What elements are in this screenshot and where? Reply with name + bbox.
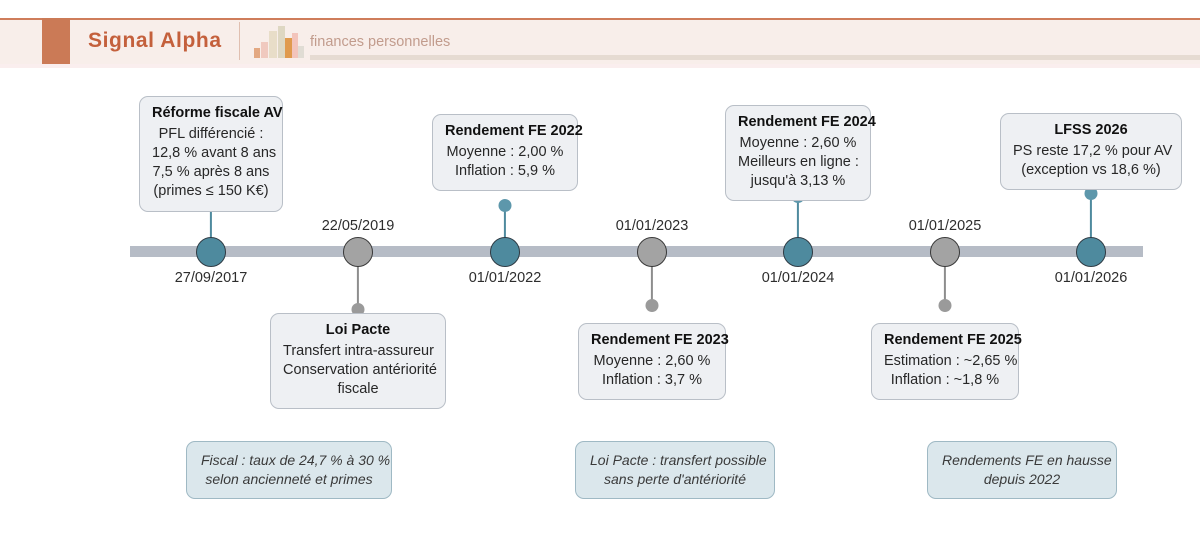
- connector-dot: [498, 199, 512, 212]
- event-card-2019[interactable]: Loi Pacte Transfert intra-assureur Conse…: [270, 313, 446, 410]
- card-title: Rendement FE 2022: [445, 123, 583, 139]
- card-line: Estimation : ~2,65 %: [884, 353, 1018, 369]
- card-title: Réforme fiscale AV: [152, 105, 283, 121]
- note-line: Loi Pacte : transfert possible: [590, 452, 767, 468]
- connector-stem: [356, 252, 360, 310]
- note-line: Rendements FE en hausse: [942, 452, 1112, 468]
- bar-chart-icon: [254, 26, 304, 58]
- connector-dot: [645, 299, 659, 312]
- timeline-node-2019[interactable]: [343, 237, 373, 267]
- connector-stem: [1089, 193, 1093, 252]
- date-label-2025: 01/01/2025: [908, 218, 982, 234]
- note-line: depuis 2022: [983, 470, 1061, 487]
- timeline-node-2026[interactable]: [1076, 237, 1106, 267]
- card-line: Meilleurs en ligne :: [738, 154, 859, 171]
- timeline-axis: [130, 246, 1143, 257]
- card-line: (exception vs 18,6 %): [1021, 162, 1161, 179]
- header-subtitle: finances personnelles: [310, 34, 451, 50]
- timeline-node-2025[interactable]: [930, 237, 960, 267]
- card-line: Moyenne : 2,00 %: [446, 144, 564, 160]
- note-line: Fiscal : taux de 24,7 % à 30 %: [201, 452, 391, 468]
- card-line: Transfert intra-assureur: [283, 343, 434, 359]
- connector-dot: [351, 303, 365, 316]
- date-label-2022: 01/01/2022: [468, 270, 542, 286]
- event-card-2025[interactable]: Rendement FE 2025 Estimation : ~2,65 % I…: [871, 323, 1022, 401]
- card-title: Rendement FE 2025: [884, 332, 1022, 348]
- header-underline-rule: [310, 55, 1200, 60]
- date-label-2017: 27/09/2017: [174, 270, 248, 286]
- timeline-node-2023[interactable]: [637, 237, 667, 267]
- card-line: PFL différencié :: [158, 126, 264, 142]
- card-line: 12,8 % avant 8 ans: [152, 145, 277, 162]
- card-line: jusqu'à 3,13 %: [750, 173, 846, 190]
- card-line: (primes ≤ 150 K€): [153, 183, 269, 200]
- connector-stem: [943, 252, 947, 306]
- header-accent-block: [42, 18, 70, 64]
- date-label-2019: 22/05/2019: [321, 218, 395, 234]
- event-card-2026[interactable]: LFSS 2026 PS reste 17,2 % pour AV (excep…: [1000, 113, 1182, 191]
- event-card-2024[interactable]: Rendement FE 2024 Moyenne : 2,60 % Meill…: [725, 105, 876, 202]
- card-title: Rendement FE 2023: [591, 332, 729, 348]
- connector-dot: [1084, 187, 1098, 200]
- card-title: Rendement FE 2024: [738, 114, 876, 130]
- event-card-2023[interactable]: Rendement FE 2023 Moyenne : 2,60 % Infla…: [578, 323, 729, 401]
- connector-stem: [209, 198, 213, 252]
- date-label-2023: 01/01/2023: [615, 218, 689, 234]
- connector-stem: [650, 252, 654, 306]
- card-title: LFSS 2026: [1054, 122, 1128, 138]
- annotation-note-rendements: Rendements FE en hausse depuis 2022: [927, 441, 1117, 499]
- header-divider: [239, 22, 240, 60]
- page-title: Signal Alpha: [88, 29, 222, 52]
- connector-stem: [503, 205, 507, 252]
- card-line: PS reste 17,2 % pour AV: [1013, 143, 1173, 159]
- timeline-node-2024[interactable]: [783, 237, 813, 267]
- card-line: Conservation antériorité: [283, 362, 437, 379]
- date-label-2024: 01/01/2024: [761, 270, 835, 286]
- timeline-node-2022[interactable]: [490, 237, 520, 267]
- card-line: Inflation : 3,7 %: [602, 372, 702, 389]
- connector-dot: [938, 299, 952, 312]
- card-line: 7,5 % après 8 ans: [152, 164, 270, 181]
- annotation-note-loi-pacte: Loi Pacte : transfert possible sans pert…: [575, 441, 775, 499]
- card-line: fiscale: [337, 381, 379, 398]
- note-line: selon ancienneté et primes: [205, 470, 373, 487]
- date-label-2026: 01/01/2026: [1054, 270, 1128, 286]
- annotation-note-fiscal: Fiscal : taux de 24,7 % à 30 % selon anc…: [186, 441, 392, 499]
- card-line: Inflation : 5,9 %: [455, 163, 555, 180]
- card-line: Inflation : ~1,8 %: [890, 372, 1000, 389]
- card-line: Moyenne : 2,60 %: [739, 135, 857, 151]
- note-line: sans perte d'antériorité: [604, 470, 746, 487]
- header-bottom-rule: [0, 64, 1200, 68]
- card-line: Moyenne : 2,60 %: [593, 353, 711, 369]
- event-card-2017[interactable]: Réforme fiscale AV PFL différencié : 12,…: [139, 96, 283, 212]
- connector-stem: [796, 196, 800, 252]
- timeline-node-2017[interactable]: [196, 237, 226, 267]
- event-card-2022[interactable]: Rendement FE 2022 Moyenne : 2,00 % Infla…: [432, 114, 583, 192]
- card-title: Loi Pacte: [325, 322, 391, 338]
